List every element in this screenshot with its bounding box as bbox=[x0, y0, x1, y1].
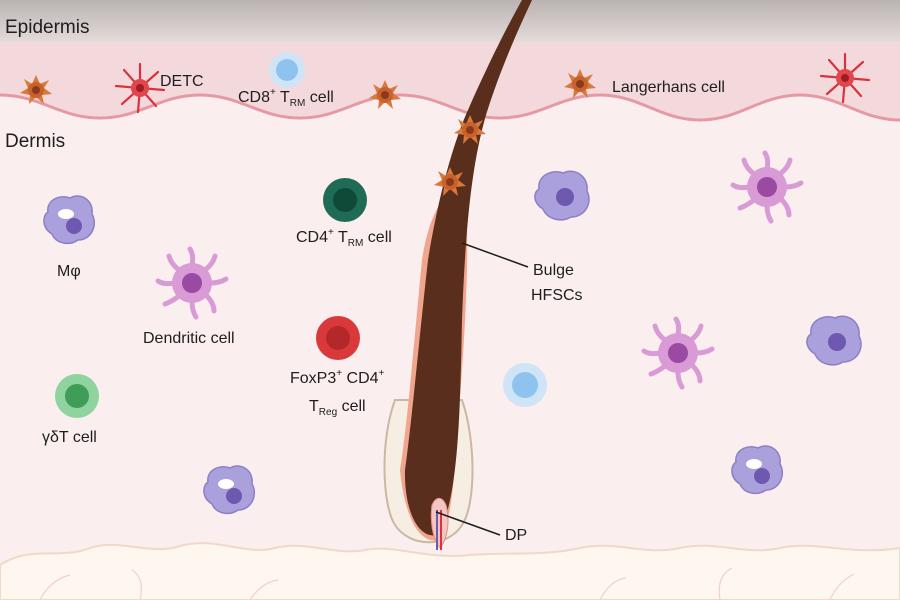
t-cell-blue bbox=[503, 363, 547, 407]
fat-cell-outlines bbox=[39, 567, 855, 600]
gamma-delta-t-label: γδT cell bbox=[42, 429, 97, 446]
bulge-pointer-line bbox=[461, 242, 529, 268]
treg-label-line2: TReg cell bbox=[309, 398, 366, 418]
detc-label: DETC bbox=[160, 73, 204, 90]
stratum-corneum bbox=[0, 0, 900, 42]
gamma-delta-t-cell bbox=[55, 374, 99, 418]
hair-shaft bbox=[404, 0, 532, 536]
hfscs-label: HFSCs bbox=[531, 287, 583, 304]
cd8-trm-cell bbox=[269, 52, 305, 88]
dendritic-cell-label: Dendritic cell bbox=[143, 330, 235, 347]
basement-membrane bbox=[0, 93, 900, 122]
langerhans-label: Langerhans cell bbox=[612, 79, 725, 96]
subcutaneous-fat bbox=[0, 542, 900, 600]
dp-pointer-line bbox=[435, 511, 501, 536]
bulge-label: Bulge bbox=[533, 262, 574, 279]
hair-follicle bbox=[383, 0, 532, 550]
dermal-papilla bbox=[430, 497, 449, 549]
cd8-trm-label: CD8+ TRM cell bbox=[238, 87, 334, 109]
epidermis-layer bbox=[0, 42, 900, 120]
cd4-trm-label: CD4+ TRM cell bbox=[296, 227, 392, 249]
dp-label: DP bbox=[505, 527, 527, 544]
macrophage-label: Mφ bbox=[57, 263, 81, 280]
epidermis-label: Epidermis bbox=[5, 17, 89, 38]
cd4-trm-cell bbox=[323, 178, 367, 222]
treg-label-line1: FoxP3+ CD4+ bbox=[290, 368, 385, 387]
dermis-label: Dermis bbox=[5, 131, 65, 152]
treg-cell bbox=[316, 316, 360, 360]
